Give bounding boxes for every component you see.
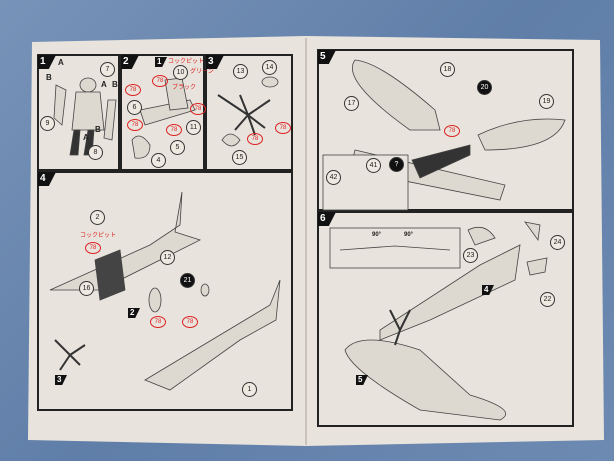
paint-annotation: 78 <box>247 133 263 145</box>
part-callout: 9 <box>40 116 55 131</box>
part-callout: 16 <box>79 281 94 296</box>
sub-assembly-marker: 4 <box>482 285 494 295</box>
cockpit-interior <box>94 249 126 301</box>
paint-annotation: 78 <box>125 84 141 96</box>
part-callout: 1 <box>242 382 257 397</box>
pilot-head <box>79 77 97 93</box>
propeller-assembly <box>54 339 86 371</box>
part-callout: 42 <box>326 170 341 185</box>
fuselage-half-right <box>144 279 281 391</box>
part-callout: 23 <box>463 248 478 263</box>
sub-assembly-marker: 3 <box>55 375 67 385</box>
step-2-sub-marker: 1 <box>155 57 167 67</box>
pilot-body <box>71 91 105 131</box>
paint-annotation: 78 <box>190 103 206 115</box>
paint-annotation: 78 <box>85 242 101 254</box>
assembled-propeller <box>389 309 411 346</box>
part-callout: 13 <box>233 64 248 79</box>
pilot-arm-right <box>103 99 117 141</box>
upper-wing-right <box>477 118 566 151</box>
propeller-blades <box>217 94 271 136</box>
letter-label: A <box>58 58 64 67</box>
help-icon: ? <box>389 157 404 172</box>
assembled-fuselage <box>379 244 521 341</box>
sub-assembly-marker: 5 <box>356 375 368 385</box>
step6-panel <box>317 211 574 427</box>
canopy-parts <box>467 221 548 276</box>
sub-assembly-marker: 2 <box>128 308 140 318</box>
prop-hub <box>261 76 279 88</box>
step4-panel <box>37 171 293 411</box>
paint-annotation: 78 <box>166 124 182 136</box>
handwritten-note: コックピット <box>80 233 117 239</box>
letter-label: B <box>112 80 118 89</box>
part-callout: 14 <box>262 60 277 75</box>
part-callout: 22 <box>540 292 555 307</box>
part12 <box>148 287 162 313</box>
pilot-arm-left <box>53 84 67 126</box>
part-callout: 15 <box>232 150 247 165</box>
paint-annotation: 78 <box>275 122 291 134</box>
step1-panel <box>37 54 120 171</box>
angle-label: 90° <box>404 232 414 238</box>
letter-label: B <box>95 125 101 134</box>
handwritten-note: コックピット <box>168 59 205 65</box>
part-callout: 10 <box>173 65 188 80</box>
part-callout: 17 <box>344 96 359 111</box>
handwritten-note: ブラック <box>172 85 197 91</box>
part-callout: 7 <box>100 62 115 77</box>
seat <box>131 135 151 159</box>
paper-sheet <box>28 36 604 446</box>
paint-annotation: 78 <box>127 119 143 131</box>
part-callout: 2 <box>90 210 105 225</box>
letter-label: A <box>101 80 107 89</box>
part-callout: 5 <box>170 140 185 155</box>
part-callout: 6 <box>127 100 142 115</box>
part-callout: 11 <box>186 120 201 135</box>
dihedral-inset <box>329 227 461 269</box>
part-callout: 8 <box>88 145 103 160</box>
angle-label: 90° <box>372 232 382 238</box>
front-view-wings <box>339 245 451 251</box>
paint-annotation: 78 <box>182 316 198 328</box>
letter-label: B <box>46 73 52 82</box>
part21 <box>200 283 210 297</box>
wheel-bay <box>411 144 471 179</box>
part-callout: 20 <box>477 80 492 95</box>
part-callout: 41 <box>366 158 381 173</box>
handwritten-note: グリーン <box>190 69 214 75</box>
part-callout: 12 <box>160 250 175 265</box>
part-callout: 18 <box>440 62 455 77</box>
paint-annotation: 78 <box>444 125 460 137</box>
part-callout: 19 <box>539 94 554 109</box>
step5-panel <box>317 49 574 211</box>
drawings <box>49 59 566 421</box>
letter-label: A <box>83 133 89 142</box>
paint-annotation: 78 <box>152 75 168 87</box>
part-callout: 24 <box>550 235 565 250</box>
part-callout: 21 <box>180 273 195 288</box>
step3-panel <box>205 54 293 171</box>
part-callout: 4 <box>151 153 166 168</box>
paint-annotation: 78 <box>150 316 166 328</box>
upper-wing-left <box>351 59 441 131</box>
spinner <box>221 133 241 147</box>
